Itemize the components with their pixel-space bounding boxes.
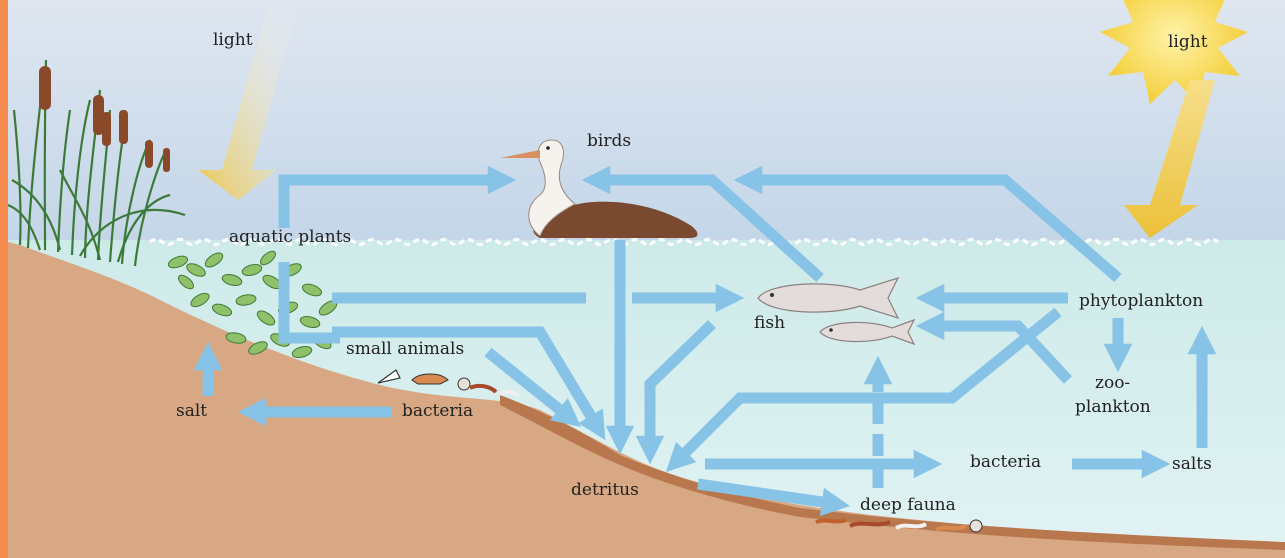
label-birds: birds: [587, 132, 631, 151]
label-zooplankton-line2: plankton: [1075, 398, 1151, 417]
label-zooplankton-line1: zoo-: [1095, 374, 1130, 393]
label-salt: salt: [176, 402, 207, 421]
left-border: [0, 0, 8, 558]
label-bacteria-upper: bacteria: [402, 402, 473, 421]
label-salts: salts: [1172, 455, 1212, 474]
label-fish: fish: [754, 314, 785, 333]
label-detritus: detritus: [571, 481, 639, 500]
label-light-right: light: [1168, 33, 1208, 52]
label-light-left: light: [213, 31, 253, 50]
label-phytoplankton: phytoplankton: [1079, 292, 1203, 311]
label-aquatic-plants: aquatic plants: [229, 228, 351, 247]
label-deep-fauna: deep fauna: [860, 496, 956, 515]
label-bacteria-lower: bacteria: [970, 453, 1041, 472]
label-small-animals: small animals: [346, 340, 464, 359]
